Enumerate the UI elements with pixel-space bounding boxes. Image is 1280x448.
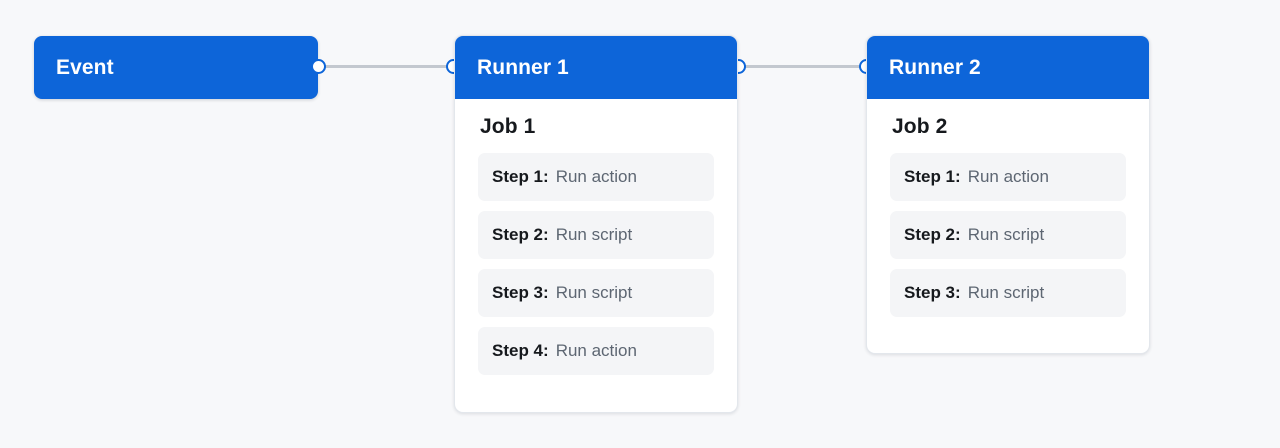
step-item[interactable]: Step 1: Run action <box>890 153 1126 201</box>
step-description: Run action <box>967 167 1049 186</box>
step-item[interactable]: Step 1: Run action <box>478 153 714 201</box>
step-label: Step 2: <box>904 225 961 244</box>
step-description: Run script <box>555 283 633 302</box>
step-label: Step 3: <box>904 283 961 302</box>
event-node-label: Event <box>56 55 114 79</box>
job-2-title: Job 2 <box>892 115 948 138</box>
step-item[interactable]: Step 3: Run script <box>890 269 1126 317</box>
port-event-output[interactable] <box>311 59 326 74</box>
step-description: Run script <box>967 283 1045 302</box>
job-1-title: Job 1 <box>480 115 536 138</box>
step-item[interactable]: Step 4: Run action <box>478 327 714 375</box>
connector-event-to-runner1 <box>318 65 455 68</box>
step-item[interactable]: Step 3: Run script <box>478 269 714 317</box>
runner-2-body: Job 2 Step 1: Run action Step 2: Run scr… <box>867 99 1149 339</box>
runner-1-body: Job 1 Step 1: Run action Step 2: Run scr… <box>455 99 737 397</box>
step-description: Run action <box>555 341 637 360</box>
runner-card-2[interactable]: Runner 2 Job 2 Step 1: Run action Step 2… <box>866 35 1150 354</box>
runner-card-1[interactable]: Runner 1 Job 1 Step 1: Run action Step 2… <box>454 35 738 413</box>
step-label: Step 2: <box>492 225 549 244</box>
runner-1-header: Runner 1 <box>455 36 737 99</box>
step-description: Run script <box>555 225 633 244</box>
step-item[interactable]: Step 2: Run script <box>890 211 1126 259</box>
step-label: Step 3: <box>492 283 549 302</box>
step-label: Step 4: <box>492 341 549 360</box>
step-description: Run script <box>967 225 1045 244</box>
step-item[interactable]: Step 2: Run script <box>478 211 714 259</box>
connector-runner1-to-runner2 <box>737 65 867 68</box>
step-description: Run action <box>555 167 637 186</box>
runner-2-header: Runner 2 <box>867 36 1149 99</box>
step-label: Step 1: <box>492 167 549 186</box>
job-1-step-list: Step 1: Run action Step 2: Run script St… <box>478 153 714 375</box>
event-node[interactable]: Event <box>34 36 318 99</box>
runner-2-title: Runner 2 <box>889 55 981 79</box>
step-label: Step 1: <box>904 167 961 186</box>
runner-1-title: Runner 1 <box>477 55 569 79</box>
job-2-step-list: Step 1: Run action Step 2: Run script St… <box>890 153 1126 317</box>
